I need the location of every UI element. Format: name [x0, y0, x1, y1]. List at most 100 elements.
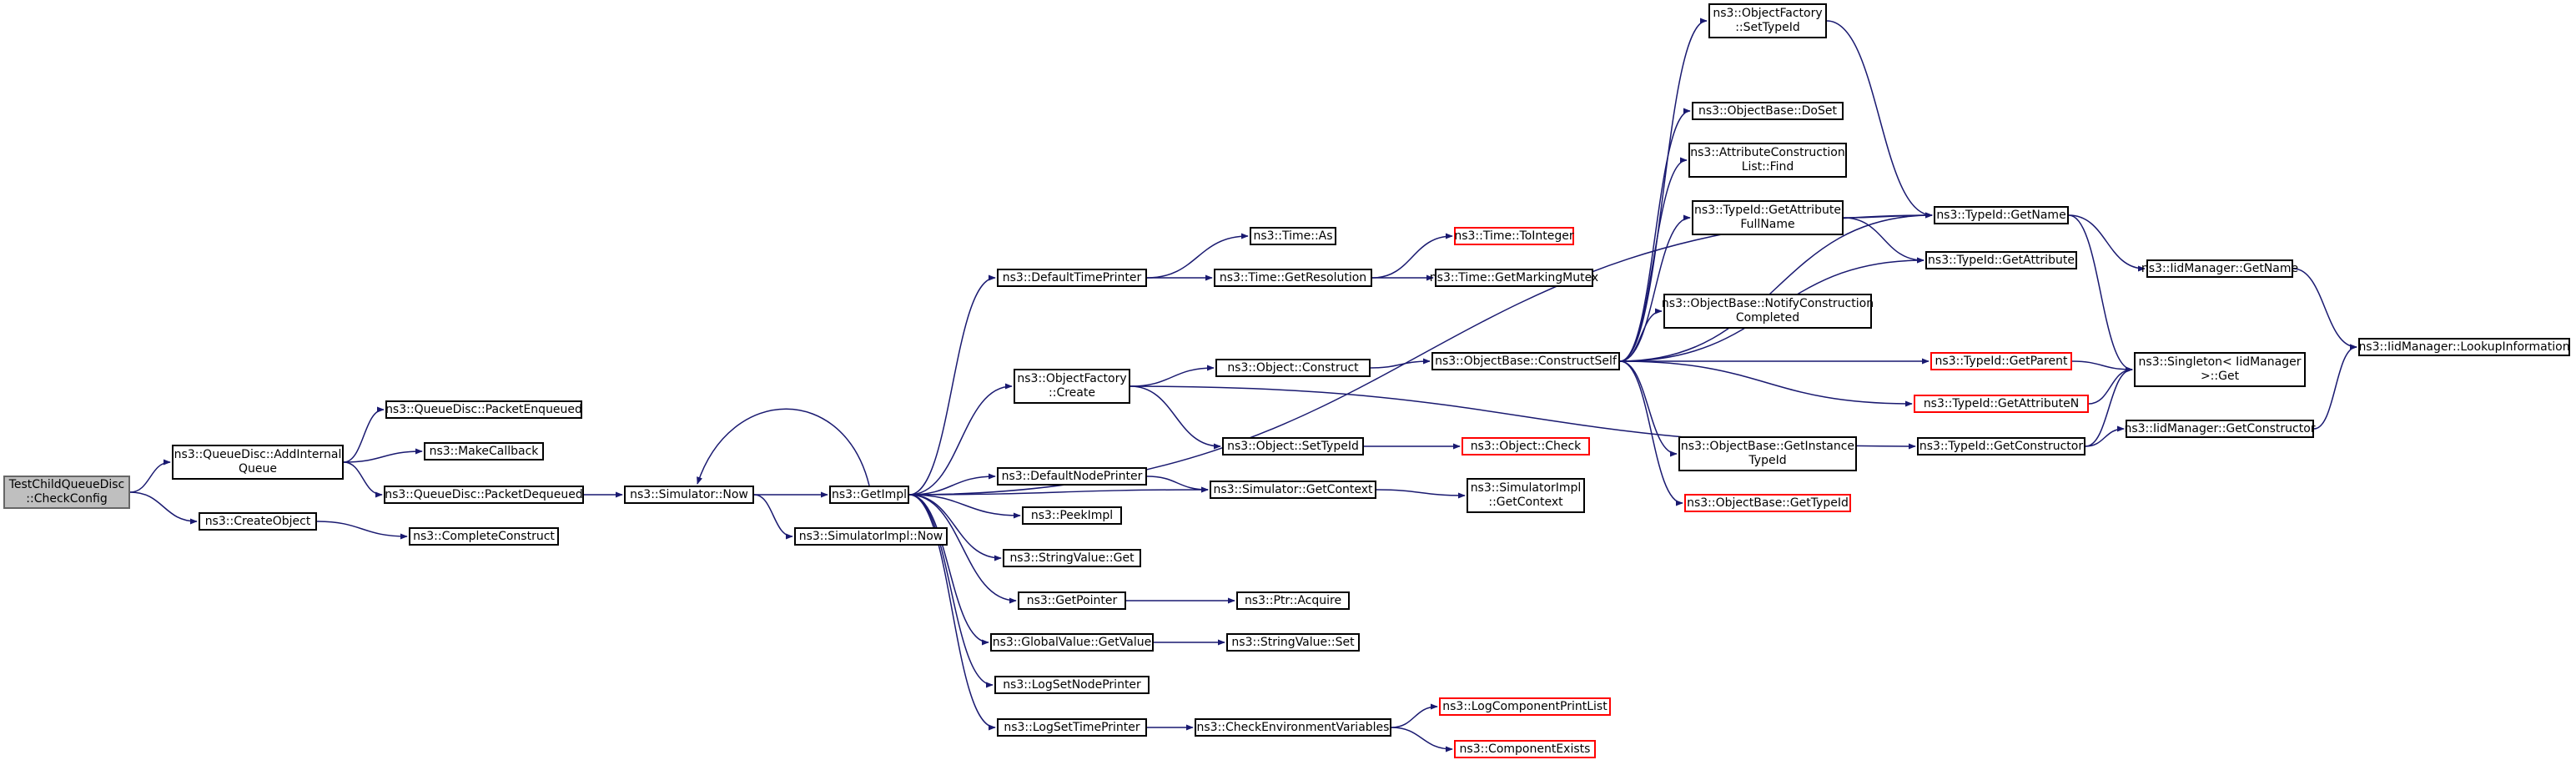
node-objFactoryCreate[interactable]: ns3::ObjectFactory::Create — [1014, 369, 1130, 404]
node-label: ns3::DefaultTimePrinter — [1002, 270, 1142, 284]
node-label: ns3::SimulatorImpl::Now — [798, 529, 943, 543]
node-timeAs[interactable]: ns3::Time::As — [1250, 227, 1336, 245]
node-label: ns3::Object::Construct — [1227, 360, 1359, 375]
node-pktDeq[interactable]: ns3::QueueDisc::PacketDequeued — [384, 486, 584, 504]
edge-addInternal-to-pktEnq — [343, 406, 385, 463]
node-label: Queue — [239, 462, 277, 476]
edge-root-to-addInternal — [129, 459, 171, 493]
node-label: ::GetContext — [1488, 496, 1563, 509]
node-ptrAcquire[interactable]: ns3::Ptr::Acquire — [1236, 591, 1350, 610]
node-label: ns3::TypeId::GetAttribute — [1694, 204, 1841, 217]
node-label: TypeId — [1748, 454, 1787, 467]
edge-root-to-createObject — [129, 491, 198, 525]
edge-getImpl-to-simNow — [697, 408, 870, 486]
edge-objFactoryCreate-to-objSetTypeId — [1130, 385, 1221, 450]
edge-tidGetParent-to-singletonGet — [2071, 360, 2133, 373]
edge-getImpl-to-peekImpl — [908, 494, 1021, 519]
edge-constructSelf-to-doSet — [1619, 108, 1691, 362]
node-label: ns3::DefaultNodePrinter — [1001, 469, 1143, 483]
node-tidGetParent[interactable]: ns3::TypeId::GetParent — [1930, 352, 2072, 370]
edge-addInternal-to-makeCallback — [343, 448, 423, 463]
node-iidLookup[interactable]: ns3::IidManager::LookupInformation — [2358, 338, 2570, 356]
node-label: List::Find — [1741, 160, 1794, 174]
node-logSetNode[interactable]: ns3::LogSetNodePrinter — [994, 676, 1150, 694]
node-label: ns3::Time::ToInteger — [1454, 229, 1574, 243]
edge-addInternal-to-pktDeq — [343, 461, 383, 498]
node-strValGet[interactable]: ns3::StringValue::Get — [1003, 549, 1141, 567]
edge-getImpl-to-getPointer — [908, 494, 1017, 604]
node-label: ns3::Object::SetTypeId — [1227, 439, 1359, 453]
edge-simGetContext-to-simImplGetCtx — [1376, 489, 1466, 499]
node-logCompPrint[interactable]: ns3::LogComponentPrintList — [1439, 697, 1611, 716]
node-label: ns3::GetImpl — [831, 487, 907, 501]
node-doSet[interactable]: ns3::ObjectBase::DoSet — [1692, 102, 1844, 120]
node-tidGetAttrN[interactable]: ns3::TypeId::GetAttributeN — [1914, 395, 2089, 413]
node-logSetTime[interactable]: ns3::LogSetTimePrinter — [997, 718, 1147, 737]
node-singletonGet[interactable]: ns3::Singleton< IidManager >::Get — [2134, 352, 2306, 387]
node-simImplNow[interactable]: ns3::SimulatorImpl::Now — [794, 527, 948, 546]
node-strValSet[interactable]: ns3::StringValue::Set — [1226, 633, 1360, 652]
node-simNow[interactable]: ns3::Simulator::Now — [624, 486, 754, 504]
edge-checkEnv-to-logCompPrint — [1391, 703, 1438, 728]
node-label: ns3::GlobalValue::GetValue — [992, 635, 1152, 649]
node-makeCallback[interactable]: ns3::MakeCallback — [424, 442, 544, 461]
edge-constructSelf-to-getInstTid — [1619, 360, 1678, 457]
node-iidGetCtor[interactable]: ns3::IidManager::GetConstructor — [2124, 420, 2316, 438]
node-label: ns3::MakeCallback — [429, 444, 539, 458]
node-label: ns3::TypeId::GetConstructor — [1919, 439, 2084, 453]
edge-getImpl-to-defNodePrinter — [908, 473, 996, 496]
node-pktEnq[interactable]: ns3::QueueDisc::PacketEnqueued — [385, 400, 582, 419]
node-timeToInt[interactable]: ns3::Time::ToInteger — [1454, 227, 1574, 245]
node-tidGetName[interactable]: ns3::TypeId::GetName — [1934, 206, 2069, 224]
node-defNodePrinter[interactable]: ns3::DefaultNodePrinter — [997, 467, 1147, 486]
node-completeConstruct[interactable]: ns3::CompleteConstruct — [409, 527, 559, 546]
node-label: ::Create — [1049, 386, 1095, 400]
node-iidGetName[interactable]: ns3::IidManager::GetName — [2141, 259, 2298, 278]
node-obGetTid[interactable]: ns3::ObjectBase::GetTypeId — [1684, 494, 1851, 512]
node-objSetTypeId[interactable]: ns3::Object::SetTypeId — [1222, 437, 1364, 455]
edge-objConstruct-to-constructSelf — [1370, 358, 1431, 369]
edge-constructSelf-to-attrFind — [1619, 157, 1688, 362]
node-checkEnv[interactable]: ns3::CheckEnvironmentVariables — [1195, 718, 1391, 737]
node-label: ns3::CompleteConstruct — [413, 529, 555, 543]
node-root[interactable]: TestChildQueueDisc::CheckConfig — [3, 476, 130, 509]
node-simImplGetCtx[interactable]: ns3::SimulatorImpl::GetContext — [1467, 478, 1585, 513]
node-label: ns3::Simulator::Now — [630, 487, 748, 501]
node-createObject[interactable]: ns3::CreateObject — [199, 512, 317, 531]
node-timeMutex[interactable]: ns3::Time::GetMarkingMutex — [1430, 269, 1598, 287]
node-label: ns3::StringValue::Set — [1231, 635, 1355, 649]
node-globalValGet[interactable]: ns3::GlobalValue::GetValue — [990, 633, 1154, 652]
node-compExists[interactable]: ns3::ComponentExists — [1454, 740, 1596, 758]
edge-createObject-to-completeConstruct — [316, 521, 408, 540]
node-tidGetCtor[interactable]: ns3::TypeId::GetConstructor — [1917, 437, 2085, 455]
node-tidGetAttr[interactable]: ns3::TypeId::GetAttribute — [1925, 251, 2077, 269]
node-label: ns3::ObjectBase::DoSet — [1698, 103, 1837, 118]
node-objConstruct[interactable]: ns3::Object::Construct — [1215, 359, 1371, 377]
edge-simNow-to-simImplNow — [753, 494, 793, 540]
node-defTimePrinter[interactable]: ns3::DefaultTimePrinter — [997, 269, 1147, 287]
node-simGetContext[interactable]: ns3::Simulator::GetContext — [1210, 481, 1376, 499]
edge-iidGetCtor-to-iidLookup — [2313, 344, 2357, 430]
node-objCheck[interactable]: ns3::Object::Check — [1462, 437, 1590, 455]
edge-getImpl-to-logSetNode — [908, 494, 994, 688]
node-label: ns3::LogSetNodePrinter — [1003, 677, 1141, 692]
edge-constructSelf-to-tidGetName — [1619, 212, 1933, 362]
node-ofSetTypeId[interactable]: ns3::ObjectFactory::SetTypeId — [1708, 3, 1827, 38]
node-getPointer[interactable]: ns3::GetPointer — [1018, 591, 1126, 610]
node-peekImpl[interactable]: ns3::PeekImpl — [1022, 506, 1122, 525]
edge-getImpl-to-simGetContext — [908, 486, 1209, 496]
node-getImpl[interactable]: ns3::GetImpl — [829, 486, 909, 504]
node-constructSelf[interactable]: ns3::ObjectBase::ConstructSelf — [1431, 352, 1620, 370]
edge-tidGetAttrN-to-singletonGet — [2088, 366, 2133, 405]
node-label: ns3::ObjectBase::GetInstance — [1680, 440, 1855, 453]
node-label: Completed — [1735, 311, 1800, 325]
node-timeGetRes[interactable]: ns3::Time::GetResolution — [1214, 269, 1372, 287]
node-label: ns3::QueueDisc::PacketDequeued — [385, 487, 583, 501]
node-label: >::Get — [2200, 370, 2240, 383]
